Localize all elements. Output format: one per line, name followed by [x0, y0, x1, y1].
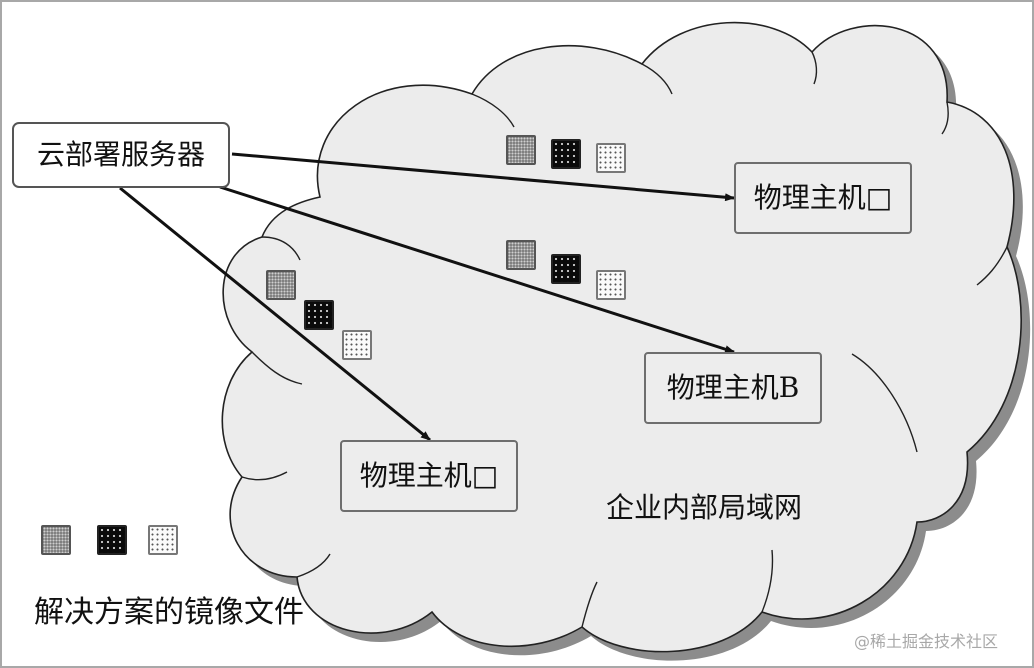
cloud-server-label: 云部署服务器 — [36, 138, 205, 171]
cloud-arc — [761, 549, 774, 613]
cloud-label: 企业内部局域网 — [606, 491, 803, 524]
image-file-tile-gray — [506, 240, 536, 270]
cloud-server-node: 云部署服务器 — [12, 122, 230, 188]
arrow-to-host-bottom — [119, 186, 431, 442]
cloud-arc — [251, 351, 303, 385]
image-file-tile-gray — [506, 135, 536, 165]
image-file-tile-gray — [266, 270, 296, 300]
image-file-tile-white — [342, 330, 372, 360]
legend-tile-gray — [41, 525, 71, 555]
image-file-tile-white — [596, 270, 626, 300]
cloud-arc — [811, 51, 818, 85]
image-file-tile-black — [304, 300, 334, 330]
host-top-label: 物理主机□ — [753, 181, 893, 214]
legend-label: 解决方案的镜像文件 — [34, 595, 304, 630]
cloud-arc — [471, 93, 515, 128]
cloud-arc — [941, 101, 949, 135]
image-file-tile-black — [551, 254, 581, 284]
cloud-arc — [851, 353, 918, 453]
cloud-arc — [641, 63, 673, 95]
arrow-to-host-top — [231, 152, 735, 202]
host-b-node: 物理主机B — [644, 352, 822, 424]
cloud-arc — [581, 581, 598, 628]
legend-tile-white — [148, 525, 178, 555]
host-top-node: 物理主机□ — [734, 162, 912, 234]
host-bottom-label: 物理主机□ — [359, 459, 499, 492]
cloud-arc — [976, 246, 1008, 286]
host-b-label: 物理主机B — [666, 371, 800, 404]
legend-tile-black — [97, 525, 127, 555]
image-file-tile-black — [551, 139, 581, 169]
arrow-to-host-b — [219, 185, 735, 354]
host-bottom-node: 物理主机□ — [340, 440, 518, 512]
cloud-arc — [241, 471, 288, 481]
watermark: @稀土掘金技术社区 — [854, 632, 999, 651]
image-file-tile-white — [596, 143, 626, 173]
cloud-arc — [296, 553, 331, 578]
cloud-arc — [261, 236, 301, 261]
